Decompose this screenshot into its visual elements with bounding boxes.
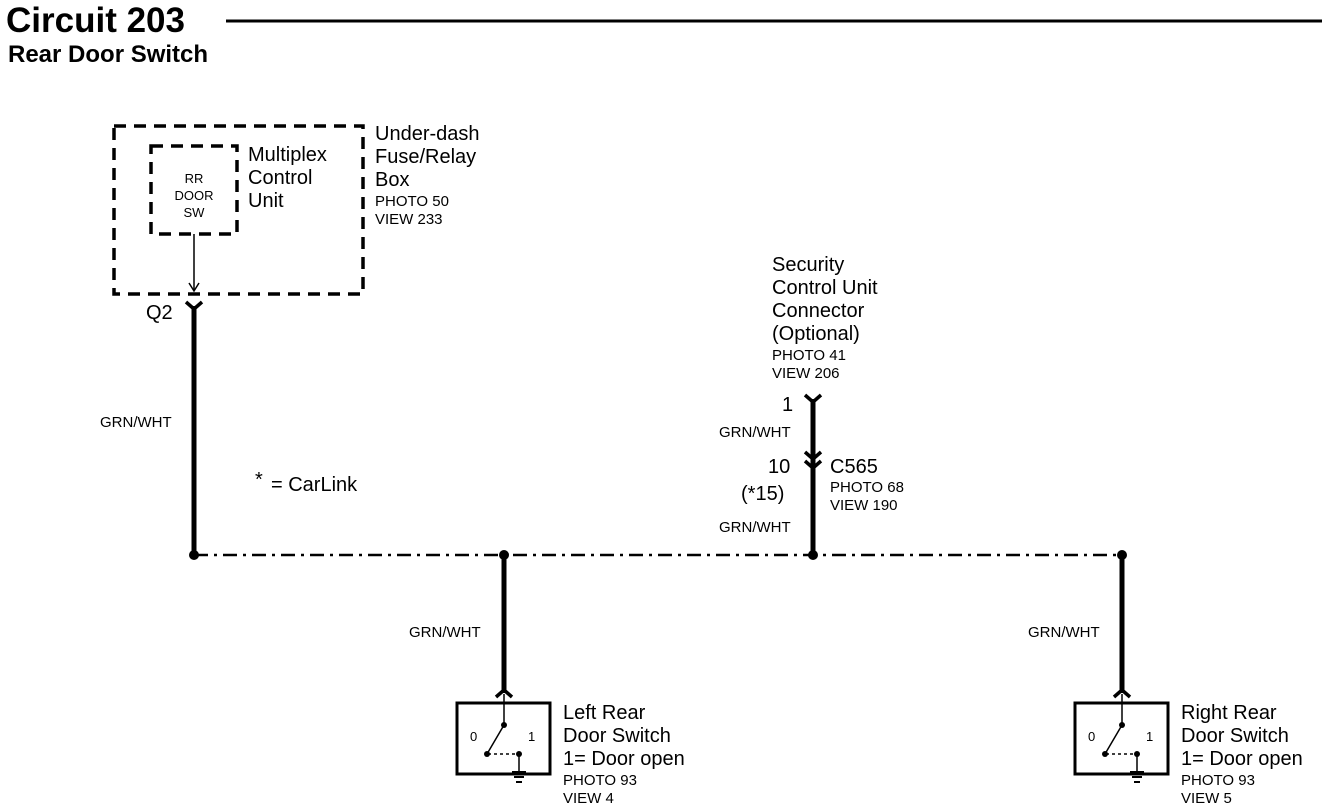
fuse-box-label-line-2: Fuse/Relay xyxy=(375,146,476,168)
left-switch-pos0: 0 xyxy=(470,729,477,744)
security-control-unit: Security Control Unit Connector (Optiona… xyxy=(772,254,878,382)
fuse-relay-box: RR DOOR SW Multiplex Control Unit Under-… xyxy=(112,123,480,296)
right-switch-pos0: 0 xyxy=(1088,729,1095,744)
security-label-line-1: Security xyxy=(772,254,844,276)
security-label-line-3: Connector xyxy=(772,300,865,322)
internal-arrow-head xyxy=(188,282,200,293)
c565-alt-pin: (*15) xyxy=(741,483,784,505)
right-switch-view: VIEW 5 xyxy=(1181,790,1232,807)
junction-dot xyxy=(189,550,199,560)
left-switch-blade xyxy=(486,724,505,755)
left-wire-color: GRN/WHT xyxy=(409,624,481,641)
right-rear-door-switch: 0 1 Right Rear Door Switch 1= Door open … xyxy=(1073,694,1303,807)
left-switch-pivot xyxy=(484,751,490,757)
fuse-box-label-line-3: Box xyxy=(375,169,409,191)
inner-label-line-2: DOOR xyxy=(175,188,214,203)
security-wire-color-bottom: GRN/WHT xyxy=(719,519,791,536)
left-switch-label-line-3: 1= Door open xyxy=(563,748,685,770)
right-switch-label-line-1: Right Rear xyxy=(1181,702,1277,724)
security-label-line-4: (Optional) xyxy=(772,323,860,345)
fuse-box-photo: PHOTO 50 xyxy=(375,193,449,210)
c565-pin-10: 10 xyxy=(768,456,790,478)
right-switch-pos1: 1 xyxy=(1146,729,1153,744)
page-subtitle: Rear Door Switch xyxy=(8,41,208,68)
mcu-label-line-3: Unit xyxy=(248,190,284,212)
c565-view: VIEW 190 xyxy=(830,497,898,514)
c565-name: C565 xyxy=(830,456,878,478)
inner-label-line-3: SW xyxy=(184,205,206,220)
right-switch-blade xyxy=(1104,724,1123,755)
right-wire-color: GRN/WHT xyxy=(1028,624,1100,641)
security-wire-color-top: GRN/WHT xyxy=(719,424,791,441)
right-switch-label-line-2: Door Switch xyxy=(1181,725,1289,747)
inner-label-line-1: RR xyxy=(185,171,204,186)
left-rear-door-switch: 0 1 Left Rear Door Switch 1= Door open P… xyxy=(455,694,685,807)
ground-icon xyxy=(1130,771,1144,783)
rr-door-sw-outline xyxy=(149,144,239,236)
fuse-box-view: VIEW 233 xyxy=(375,211,443,228)
security-pin-1: 1 xyxy=(782,394,793,416)
left-switch-pos1: 1 xyxy=(528,729,535,744)
c565-connector-bottom-icon xyxy=(803,459,823,471)
carlink-star: * xyxy=(255,469,263,491)
mcu-label-line-1: Multiplex xyxy=(248,144,327,166)
security-label-line-2: Control Unit xyxy=(772,277,878,299)
right-switch-photo: PHOTO 93 xyxy=(1181,772,1255,789)
main-wire-color: GRN/WHT xyxy=(100,414,172,431)
c565-connector-top-icon xyxy=(803,450,823,462)
pin-q2-label: Q2 xyxy=(146,302,173,324)
left-switch-photo: PHOTO 93 xyxy=(563,772,637,789)
security-photo: PHOTO 41 xyxy=(772,347,846,364)
carlink-legend: = CarLink xyxy=(271,474,358,496)
junction-dot xyxy=(808,550,818,560)
right-switch-connector-icon xyxy=(1112,687,1132,699)
fuse-box-label-line-1: Under-dash xyxy=(375,123,480,145)
security-view: VIEW 206 xyxy=(772,365,840,382)
right-switch-label-line-3: 1= Door open xyxy=(1181,748,1303,770)
page-title: Circuit 203 xyxy=(6,1,185,40)
c565-photo: PHOTO 68 xyxy=(830,479,904,496)
left-switch-view: VIEW 4 xyxy=(563,790,614,807)
left-switch-label-line-1: Left Rear xyxy=(563,702,646,724)
left-switch-connector-icon xyxy=(494,687,514,699)
mcu-label-line-2: Control xyxy=(248,167,312,189)
right-switch-pivot xyxy=(1102,751,1108,757)
left-switch-label-line-2: Door Switch xyxy=(563,725,671,747)
ground-icon xyxy=(512,771,526,783)
fuse-box-outline xyxy=(112,124,365,296)
